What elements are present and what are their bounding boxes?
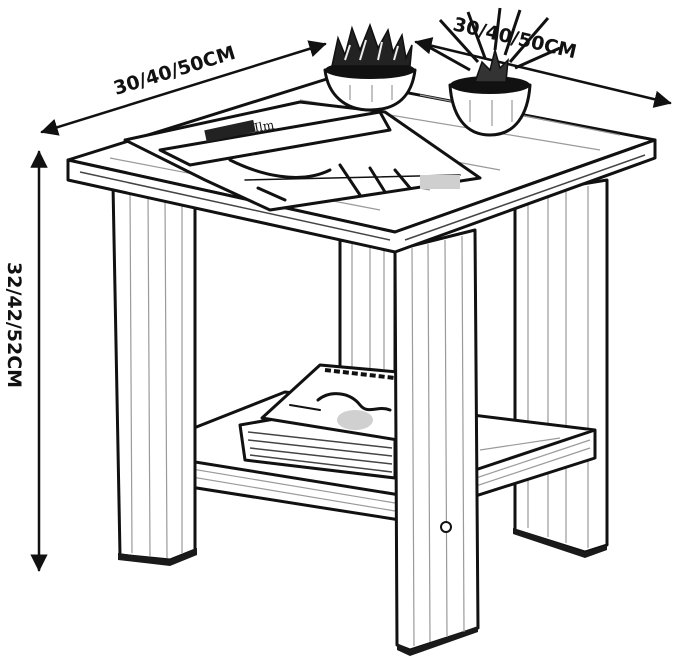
height-dimension: 32/42/52CM bbox=[3, 150, 48, 572]
svg-text:Ilm: Ilm bbox=[253, 118, 276, 135]
back-left-leg bbox=[338, 238, 397, 382]
magazine-stack bbox=[238, 363, 400, 480]
potted-plant-right bbox=[419, 7, 561, 137]
screw-icon bbox=[440, 521, 452, 533]
front-right-leg bbox=[393, 228, 480, 656]
width-arrow-icon bbox=[40, 40, 327, 136]
potted-plant-left bbox=[323, 22, 417, 112]
open-magazine: Ilm bbox=[123, 100, 482, 212]
back-right-leg bbox=[513, 178, 609, 558]
height-label: 32/42/52CM bbox=[3, 262, 25, 388]
front-left-leg bbox=[111, 183, 197, 566]
depth-arrow-icon bbox=[414, 37, 672, 108]
